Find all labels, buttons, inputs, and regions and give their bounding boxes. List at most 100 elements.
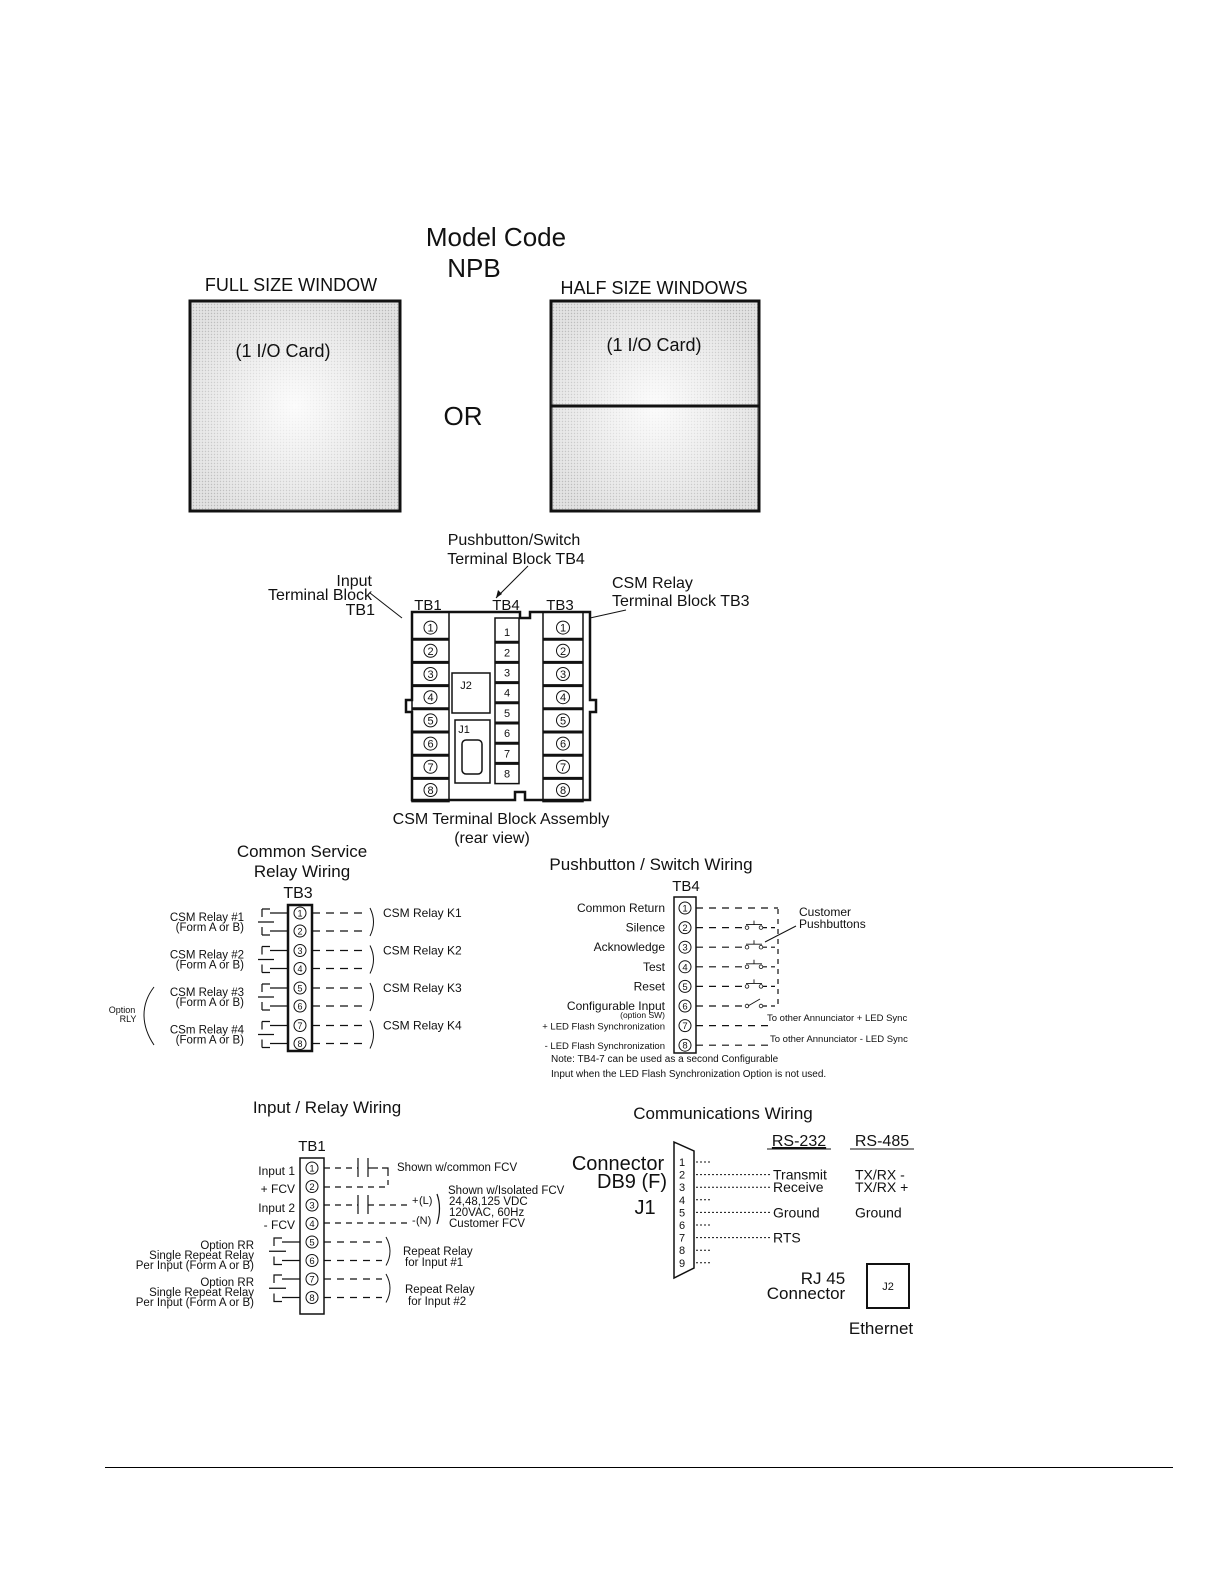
csm-terminal-7: 7 xyxy=(297,1021,302,1031)
input-relay-terminal-2: 2 xyxy=(309,1182,314,1193)
half-window-card-label: (1 I/O Card) xyxy=(606,335,701,355)
csm-relay-3-label: CSM Relay #3 xyxy=(170,987,244,999)
assembly-tb3-terminal-4: 4 xyxy=(560,692,566,704)
rj45-j2-box xyxy=(866,1263,910,1309)
csm-relay-3-form: (Form A or B) xyxy=(176,997,245,1009)
or-label: OR xyxy=(444,401,483,431)
csm-relay-4-form: (Form A or B) xyxy=(176,1035,245,1047)
assembly-tb4-terminal-8: 8 xyxy=(504,769,510,781)
rs485-heading: RS-485 xyxy=(855,1133,909,1150)
ethernet-label: Ethernet xyxy=(849,1319,914,1338)
csm-terminal-6: 6 xyxy=(297,1002,302,1012)
isolated-fcv-line1: Shown w/Isolated FCV xyxy=(448,1185,565,1197)
rj45-label-line2: Connector xyxy=(767,1284,846,1303)
connector-label: Connector xyxy=(572,1153,665,1175)
pushbutton-terminal-5: 5 xyxy=(682,982,687,993)
input-relay-terminal-7: 7 xyxy=(309,1275,314,1286)
pushbutton-terminal-3: 3 xyxy=(682,943,687,954)
j1-label: J1 xyxy=(634,1197,655,1219)
assembly-tb1-terminal-7: 7 xyxy=(427,762,433,774)
assembly-tb3-terminal-8: 8 xyxy=(560,785,566,797)
customer-pushbuttons-line1: Customer xyxy=(799,905,851,919)
db9-pin-6: 6 xyxy=(679,1220,685,1232)
db9-connector-shape xyxy=(673,1140,695,1280)
assembly-caption-line1: CSM Terminal Block Assembly xyxy=(393,811,610,828)
pushbutton-row-6-label: Configurable Input xyxy=(567,999,666,1013)
csm-terminal-5: 5 xyxy=(297,984,302,994)
assembly-tb1-terminal-4: 4 xyxy=(427,692,433,704)
assembly-tb3-terminal-6: 6 xyxy=(560,739,566,751)
assembly-tb4-terminal-5: 5 xyxy=(504,708,510,720)
full-size-window: (1 I/O Card) xyxy=(188,299,402,513)
rs232-heading: RS-232 xyxy=(772,1133,826,1150)
pushbutton-row-2-label: Silence xyxy=(626,921,666,935)
isolated-plus: + xyxy=(412,1195,418,1207)
input-relay-terminal-5: 5 xyxy=(309,1238,314,1249)
assembly-tb1-terminal-5: 5 xyxy=(427,715,433,727)
assembly-tb4-terminal-3: 3 xyxy=(504,668,510,680)
communications-wiring: Communications Wiring RS-232 RS-485 Conn… xyxy=(572,1104,914,1338)
csm-callout-line2: Terminal Block TB3 xyxy=(612,593,750,610)
csm-relay-4-label: CSm Relay #4 xyxy=(170,1025,245,1037)
assembly-tb4-terminal-1: 1 xyxy=(504,627,510,639)
pushbutton-row-8-label: - LED Flash Synchronization xyxy=(545,1041,665,1052)
isolated-l: (L) xyxy=(419,1195,432,1207)
full-size-label: FULL SIZE WINDOW xyxy=(205,275,377,295)
csm-terminal-3: 3 xyxy=(297,946,302,956)
full-window-card-label: (1 I/O Card) xyxy=(235,341,330,361)
pushbutton-row-4-label: Test xyxy=(643,960,666,974)
input-relay-title: Input / Relay Wiring xyxy=(253,1098,401,1117)
option-rr-1-line1: Option RR xyxy=(200,1240,254,1252)
assembly-tb3-terminal-7: 7 xyxy=(560,762,566,774)
input-relay-terminal-8: 8 xyxy=(309,1293,314,1304)
assembly-tb3-terminal-1: 1 xyxy=(560,623,566,635)
assembly-tb4-terminal-7: 7 xyxy=(504,748,510,760)
assembly-tb3-terminal-5: 5 xyxy=(560,715,566,727)
tb4-callout-line1: Pushbutton/Switch xyxy=(448,532,581,549)
repeat-relay-1-line1: Repeat Relay xyxy=(403,1246,473,1258)
db9-pin-3: 3 xyxy=(679,1182,685,1194)
assembly-tb3-label: TB3 xyxy=(546,597,574,614)
pushbutton-row-1-label: Common Return xyxy=(577,901,665,915)
isolated-minus: - xyxy=(412,1215,416,1227)
input-1-label: Input 1 xyxy=(258,1164,295,1178)
pushbutton-note-line1: Note: TB4-7 can be used as a second Conf… xyxy=(551,1054,779,1065)
input-1-contact xyxy=(324,1158,441,1225)
repeat-relays xyxy=(269,1236,391,1303)
db9-pin-1: 1 xyxy=(679,1157,685,1169)
rs232-signal-pin-3: Receive xyxy=(773,1179,824,1195)
assembly-tb3-terminal-2: 2 xyxy=(560,646,566,658)
csm-relay-2-form: (Form A or B) xyxy=(176,960,245,972)
model-code-value: NPB xyxy=(447,253,500,283)
footer-rule xyxy=(105,1467,1173,1468)
assembly-outline xyxy=(404,610,598,802)
assembly-tb1-terminal-1: 1 xyxy=(427,623,433,635)
model-code-title: Model Code xyxy=(426,222,566,252)
input-callout-line2: Terminal Block xyxy=(268,587,373,604)
input-2-label: Input 2 xyxy=(258,1201,295,1215)
pushbutton-note-line2: Input when the LED Flash Synchronization… xyxy=(551,1069,826,1080)
rs232-signal-pin-2: Transmit xyxy=(773,1167,827,1183)
sync-minus-label: To other Annunciator - LED Sync xyxy=(770,1034,908,1045)
assembly-tb4-label: TB4 xyxy=(492,597,520,614)
pushbutton-row-6-sub: (option SW) xyxy=(620,1010,665,1020)
option-rr-2-line3: Per Input (Form A or B) xyxy=(136,1297,254,1309)
tb4-callout-line2: Terminal Block TB4 xyxy=(447,551,585,568)
db9-pin-2: 2 xyxy=(679,1170,685,1182)
csm-relay-k2: CSM Relay K2 xyxy=(383,944,462,958)
comms-title: Communications Wiring xyxy=(633,1104,813,1123)
db9-pin-4: 4 xyxy=(679,1195,685,1207)
option-rr-1-line2: Single Repeat Relay xyxy=(149,1250,254,1262)
csm-terminal-1: 1 xyxy=(297,909,302,919)
isolated-n: (N) xyxy=(416,1215,431,1227)
assembly-tb1-terminal-8: 8 xyxy=(427,785,433,797)
assembly-tb4-terminal-2: 2 xyxy=(504,647,510,659)
isolated-fcv-line2: 24,48,125 VDC xyxy=(449,1196,528,1208)
input-callout-line3: TB1 xyxy=(346,602,375,619)
